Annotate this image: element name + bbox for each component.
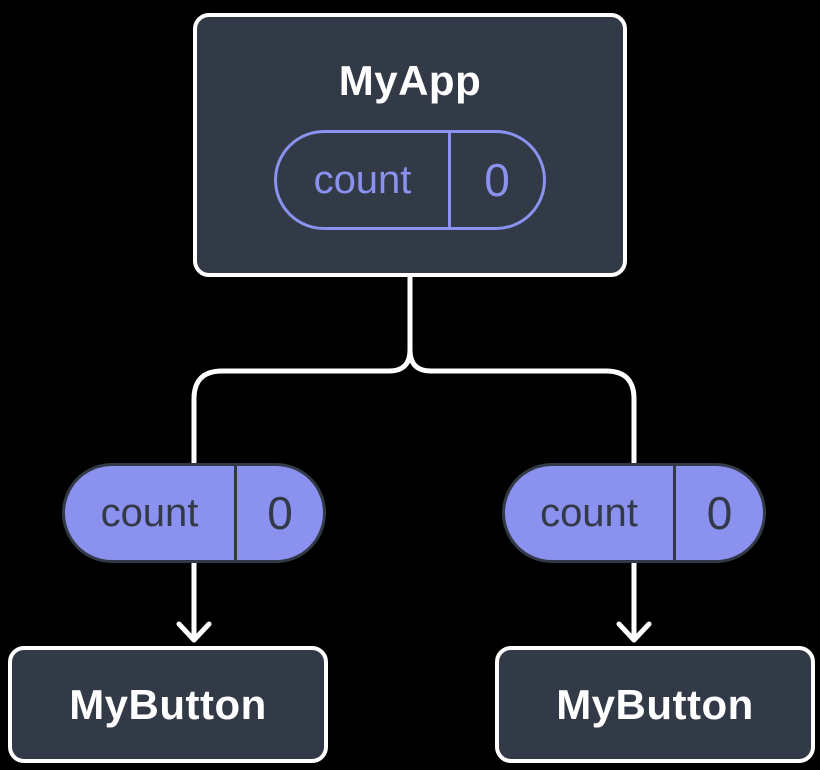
arrowhead-left-icon — [176, 621, 212, 643]
prop-pill-right-label: count — [505, 466, 676, 560]
node-mybutton-left: MyButton — [8, 646, 328, 763]
node-mybutton-right-title: MyButton — [556, 680, 754, 728]
prop-pill-right-value: 0 — [706, 487, 733, 539]
connector-branch-left — [191, 347, 413, 643]
prop-pill-left: count 0 — [62, 463, 326, 563]
prop-pill-left-value: 0 — [267, 487, 293, 539]
state-pill-value: 0 — [484, 154, 510, 206]
arrowhead-right-icon — [616, 621, 652, 643]
node-myapp: MyApp count 0 — [193, 13, 627, 277]
node-mybutton-right: MyButton — [495, 646, 815, 763]
node-mybutton-left-title: MyButton — [69, 680, 267, 728]
connector-branch-right — [407, 347, 637, 643]
prop-pill-left-label: count — [65, 466, 237, 560]
node-myapp-title: MyApp — [338, 57, 482, 104]
state-pill-myapp: count 0 — [274, 130, 546, 230]
prop-pill-right: count 0 — [502, 463, 766, 563]
state-pill-label: count — [277, 133, 451, 227]
